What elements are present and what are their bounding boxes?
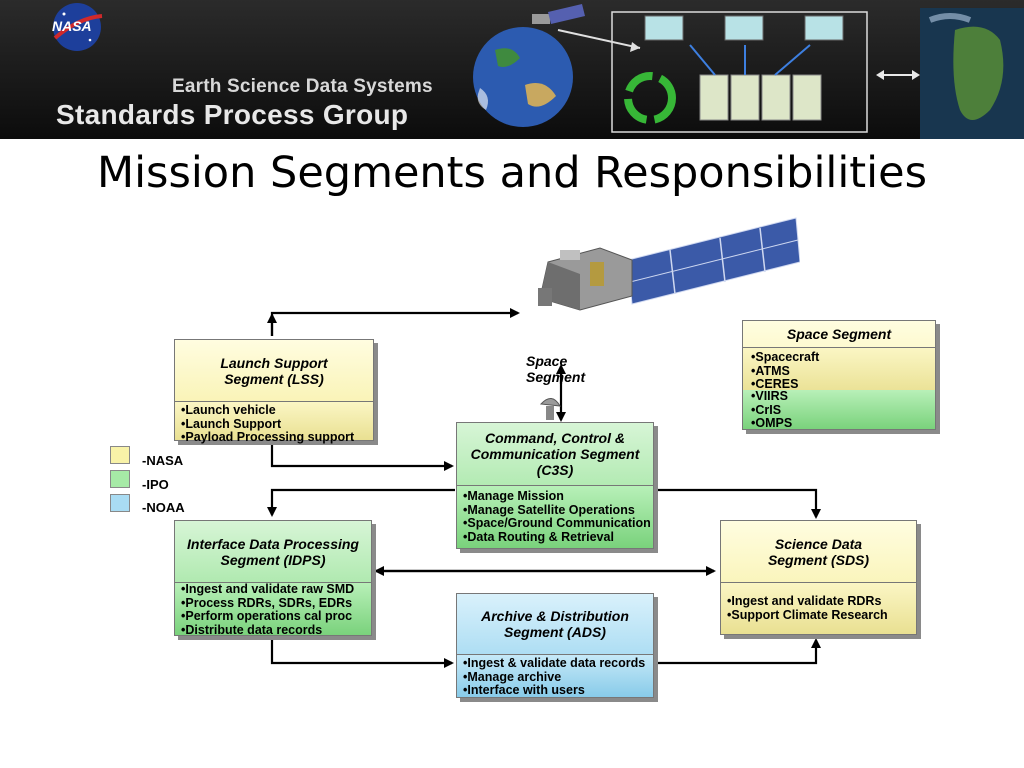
sds-title-line2: Segment (SDS) — [767, 551, 870, 568]
space-segment-box: Space Segment •Spacecraft •ATMS •CERES •… — [742, 320, 936, 430]
list-item: •Launch Support — [181, 416, 282, 431]
list-item: •CERES — [751, 377, 799, 391]
c3s-list: •Manage Mission •Manage Satellite Operat… — [457, 486, 653, 548]
list-item: •Ingest & validate data records — [463, 656, 646, 670]
idps-list: •Ingest and validate raw SMD •Process RD… — [175, 582, 371, 637]
list-item: •Ingest and validate raw SMD — [181, 582, 355, 596]
sds-title-line1: Science Data — [774, 535, 863, 552]
list-item: •Perform operations cal proc — [181, 609, 353, 623]
arrow-ads-to-sds — [654, 638, 821, 665]
space-segment-nasa-list: •Spacecraft •ATMS •CERES — [743, 348, 935, 396]
list-item: •OMPS — [751, 416, 793, 430]
space-label-line2: Segment — [526, 369, 586, 385]
space-segment-title: Space Segment — [743, 321, 935, 348]
arrow-c3s-to-sds — [654, 488, 821, 519]
lss-list: •Launch vehicle •Launch Support •Payload… — [175, 402, 373, 444]
arrow-idps-to-ads — [270, 639, 454, 668]
space-label-line1: Space — [526, 353, 568, 369]
list-item: •Manage Satellite Operations — [463, 502, 635, 517]
list-item: •Support Climate Research — [727, 607, 888, 622]
arrow-c3s-to-idps — [267, 488, 455, 517]
list-item: •ATMS — [751, 363, 790, 378]
legend-label-noaa: -NOAA — [142, 500, 185, 515]
arrow-lss-to-c3s — [270, 445, 454, 471]
satellite-illustration-icon — [538, 217, 800, 311]
c3s-title: Command, Control & Communication Segment… — [457, 423, 653, 486]
header-banner: NASA Earth Science Data Systems Standard… — [0, 0, 1024, 139]
list-item: •Interface with users — [463, 683, 585, 697]
idps-title-line1: Interface Data Processing — [187, 535, 359, 552]
c3s-title-line2: Communication Segment — [470, 446, 640, 462]
ads-title: Archive & Distribution Segment (ADS) — [457, 594, 653, 655]
list-item: •Payload Processing support — [181, 430, 355, 444]
ads-title-line2: Segment (ADS) — [504, 624, 606, 640]
space-segment-label: Space Segment — [526, 353, 585, 385]
list-item: •CrIS — [751, 402, 782, 417]
legend-swatch-nasa — [110, 446, 130, 464]
legend-swatch-ipo — [110, 470, 130, 488]
lss-title-line1: Launch Support — [220, 354, 328, 371]
idps-title: Interface Data Processing Segment (IDPS) — [175, 521, 371, 583]
c3s-box: Command, Control & Communication Segment… — [456, 422, 654, 549]
list-item: •Spacecraft — [751, 350, 820, 364]
banner-title: Standards Process Group — [56, 99, 409, 130]
nasa-logo-text: NASA — [52, 18, 92, 34]
sds-list: •Ingest and validate RDRs •Support Clima… — [721, 583, 916, 634]
ads-title-line1: Archive & Distribution — [481, 608, 629, 624]
satellite-icon — [532, 4, 585, 24]
legend-swatch-noaa — [110, 494, 130, 512]
idps-title-line2: Segment (IDPS) — [220, 551, 326, 568]
antenna-icon — [539, 398, 561, 420]
c3s-title-line3: (C3S) — [536, 462, 574, 478]
list-item: •Ingest and validate RDRs — [727, 594, 882, 608]
list-item: •Distribute data records — [181, 622, 323, 637]
recycle-icon — [624, 72, 676, 124]
ads-box: Archive & Distribution Segment (ADS) •In… — [456, 593, 654, 698]
ads-list: •Ingest & validate data records •Manage … — [457, 655, 653, 697]
banner-artwork — [53, 3, 1024, 139]
lss-title-line2: Segment (LSS) — [224, 370, 324, 387]
lss-title: Launch Support Segment (LSS) — [175, 340, 373, 402]
arrow-lss-to-satellite — [270, 308, 520, 336]
list-item: •Launch vehicle — [181, 403, 276, 417]
lss-box: Launch Support Segment (LSS) •Launch veh… — [174, 339, 374, 444]
list-item: •Space/Ground Communication — [463, 516, 651, 530]
legend-label-nasa: -NASA — [142, 453, 184, 468]
c3s-title-line1: Command, Control & — [485, 430, 625, 446]
list-item: •Manage Mission — [463, 489, 564, 503]
page-title: Mission Segments and Responsibilities — [97, 148, 927, 198]
sds-title: Science Data Segment (SDS) — [721, 521, 916, 583]
legend-label-ipo: -IPO — [142, 477, 169, 492]
list-item: •VIIRS — [751, 389, 789, 403]
sds-box: Science Data Segment (SDS) •Ingest and v… — [720, 520, 917, 635]
banner-subtitle: Earth Science Data Systems — [172, 76, 433, 97]
list-item: •Data Routing & Retrieval — [463, 529, 614, 544]
space-segment-ipo-list: •VIIRS •CrIS •OMPS — [743, 389, 935, 430]
idps-box: Interface Data Processing Segment (IDPS)… — [174, 520, 372, 636]
list-item: •Process RDRs, SDRs, EDRs — [181, 595, 353, 610]
list-item: •Manage archive — [463, 669, 562, 684]
